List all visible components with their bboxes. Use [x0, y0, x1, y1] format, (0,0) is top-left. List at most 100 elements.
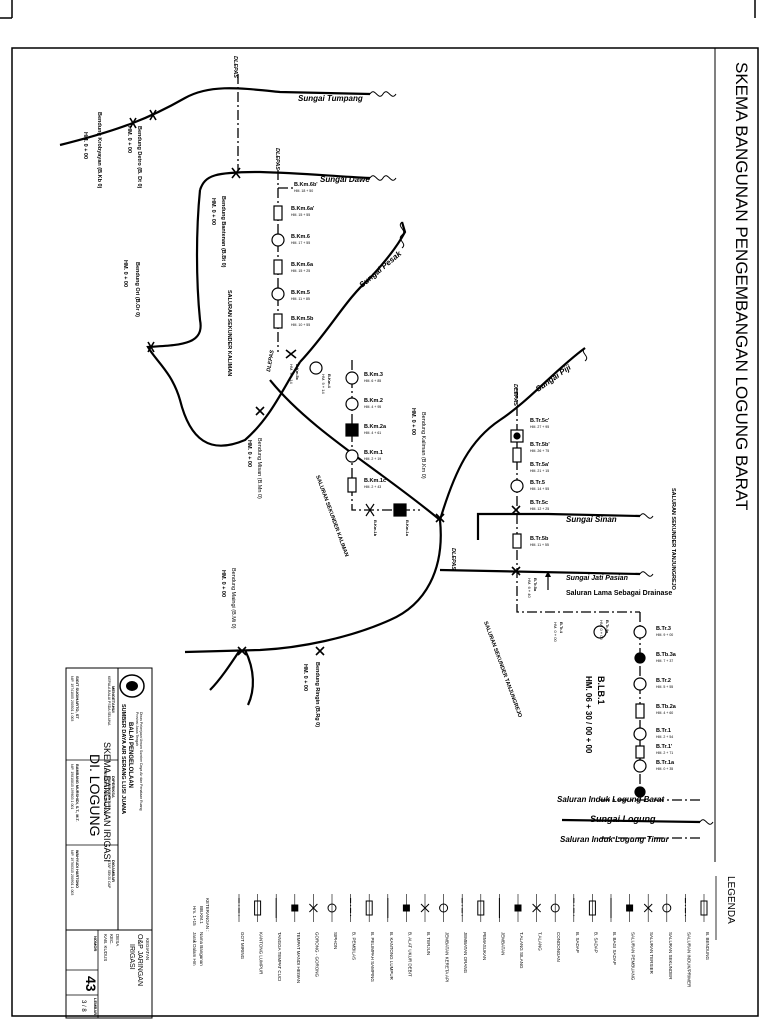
label-sungai-tumpang: Sungai Tumpang	[298, 94, 363, 103]
struct-code: B.Tr.1	[656, 728, 671, 734]
legend-symbol-icon	[700, 894, 708, 922]
label-bendung-maingi: Bendung Maingi (B.Mi 0)	[230, 568, 236, 629]
struct-hm: HM. 9 + 14	[321, 374, 326, 394]
struct-hm: HM. 21 + 15	[530, 469, 549, 473]
struct-code: B.Km.6	[291, 234, 310, 240]
struct-hm: HM. 6 + 85	[364, 379, 381, 383]
legend-item-label: GORONG - GORONG	[314, 932, 319, 977]
struct-hm: HM. 18 + 50	[294, 189, 313, 193]
label-blb1-code: B.LB.1	[596, 676, 606, 705]
struct-code: B.Tr.5b'	[530, 442, 550, 448]
struct-code: B.Tr.4	[559, 622, 564, 634]
legend-symbol-icon	[662, 894, 672, 922]
labels-left-column: B.Km.6b' HM. 18 + 50 B.Km.6a' HM. 15 + 5…	[291, 182, 318, 327]
label-sungai-jati-pasian: Sungai Jati Pasian	[566, 575, 628, 582]
legend-item-label: B. PELIMPAH SAMPING	[370, 932, 375, 982]
struct-code: B.Tr.5a	[533, 578, 538, 592]
tb-sig2-title: SUBSIE DIREKTUR	[107, 776, 111, 808]
tb-sig2-name: BAMBANG MURSHIDI, S.T., M.T.	[75, 764, 79, 822]
flow-squiggles	[369, 91, 714, 825]
legend-symbol-icon	[588, 894, 596, 922]
struct-code: B.Km.5b	[291, 316, 314, 322]
legend-item-label: CONDONGAN	[556, 932, 561, 962]
legend-symbol-icon	[550, 894, 560, 922]
struct-hm: HM. 6 + 40	[527, 578, 532, 598]
struct-code: B.Km.2	[364, 398, 383, 404]
struct-hm: HM. 26 + 75	[530, 449, 549, 453]
legend-item-label: GOT MIRING	[240, 932, 245, 960]
legend-item-label: T.ALANG SILANG	[519, 932, 524, 969]
tb-desa: DESA	[115, 934, 120, 946]
labels-kaliman-column: B.Km.3 HM. 6 + 85 B.Km.2 HM. 4 + 95 B.Km…	[364, 372, 387, 489]
legend-item-label: TEMPAT MANDI HEWAN	[296, 932, 301, 983]
tb-small-line-2: Provinsi Jawa Tengah	[135, 712, 139, 746]
struct-code: B.Km.6a'	[291, 206, 315, 212]
struct-code: B.Km.1c	[364, 478, 386, 484]
tb-opjar-2: IRIGASI	[128, 944, 135, 970]
struct-code: B.Km.4	[327, 374, 332, 389]
legend-symbol-icon	[439, 894, 449, 922]
struct-code: B.Km.1b	[373, 520, 378, 537]
legend-item-label: B. SADAP	[593, 932, 598, 953]
struct-hm: HM. 7 + 37	[656, 659, 673, 663]
tb-sig1-nip: NIP. 19741005 200501 1 003	[70, 676, 74, 721]
legend-symbol-icon	[365, 894, 373, 922]
struct-hm: HM. 2 + 19	[364, 457, 381, 461]
tb-small-line-1: Dinas Pekerjaan Umum Sumber Daya Air dan…	[139, 712, 143, 810]
struct-hm: HM. 12 + 25	[530, 507, 549, 511]
legend-ket-name: Nama Bangunan	[199, 932, 204, 966]
tb-sig2-nip: NIP. 19810815 199603 1 001	[70, 764, 74, 809]
struct-hm: HM. 0 + 00	[599, 620, 604, 640]
struct-code: B.Km.6a	[291, 262, 314, 268]
tb-lembar-value: 3 / 8	[80, 1000, 86, 1012]
weir-labels: Bendung Krobyayan (B.Kb 0) HM. 0 + 00 Be…	[82, 112, 426, 727]
legend-item-label: KANTONG LUMPUR	[259, 932, 264, 975]
tb-main-sub: DI. LOGUNG	[87, 754, 103, 836]
legend-symbol-icon	[420, 894, 430, 922]
tb-lembar-label: LEMBAR	[93, 998, 98, 1015]
tb-sig3-name: WAHYUDI HARTONO	[75, 850, 79, 888]
tb-dept-line-1: BALAI PENGELOLAAN	[127, 722, 133, 788]
tb-sig3-nip: NIP. 19760315 200901 1 003	[70, 850, 74, 895]
tb-sig2-sub: OPERASI & PEMELIHARAAN	[103, 768, 107, 816]
struct-hm: HM. 10 + 55	[291, 323, 310, 327]
legend-item-label: B. KANTONG LUMPUR	[389, 932, 394, 981]
label-blb1-hm: HM. 06 + 30 / 00 + 00	[584, 676, 593, 754]
struct-hm: HM. 9 + 14	[289, 364, 294, 384]
legend-ket-dist: Jarak Dalam Hm	[192, 932, 197, 966]
label-sungai-dawe: Sungai Dawe	[320, 175, 370, 184]
struct-code: B.Tr.2	[656, 678, 671, 684]
legend-symbol-icon	[254, 894, 262, 922]
label-bendung-ori: Bendung Ori (B.Or 0)	[134, 262, 140, 317]
tb-sig1-name: SIGIT SUGIHARTO, ST	[75, 676, 80, 719]
tb-dept-line-2: SUMBER DAYA AIR SERANG LUSI JUANA	[120, 704, 126, 814]
label-induk-barat: Saluran Induk Logung Barat	[557, 795, 664, 804]
legend-symbol-icon	[532, 894, 541, 922]
legend-symbol-icon	[309, 894, 318, 922]
tb-main-title: SKEMA BANGUNAN IRIGASI	[102, 742, 112, 862]
label-hm-maingi: HM. 0 + 00	[220, 570, 226, 597]
legend-item-label: TANGGA TEMPAT CUCI	[277, 932, 282, 981]
legend-item-label: T.ALANG	[538, 932, 543, 951]
tb-sig3-title: STAF SEKSI O&P	[107, 860, 111, 889]
legend-item-label: SALURAN TERSIER	[649, 932, 654, 975]
struct-code: B.Tr.1'	[656, 744, 673, 750]
legend-item-label: SALURAN PEMBUANG	[631, 932, 636, 981]
struct-code: B.Tr.5b	[530, 536, 549, 542]
label-saluran-lama: Saluran Lama Sebagai Drainase	[566, 590, 672, 597]
label-dlepas-5: DLEPAS	[450, 548, 456, 570]
drawing-frame	[11, 47, 759, 1017]
labels-small-codes: B.Km.4 HM. 9 + 14 B.Km.5c HM. 9 + 14 B.K…	[289, 364, 610, 642]
label-hm-kaliman: HM. 0 + 00	[410, 408, 416, 435]
legend-item-label: B. BAGI SADAP	[612, 932, 617, 965]
label-dlepas-1: DLEPAS	[232, 56, 238, 78]
struct-code: B.Tr.5c	[530, 500, 548, 506]
label-bendung-ringin: Bendung Ringin (B.Rg 0)	[314, 662, 320, 727]
label-bendung-misan: Bendung Misan (B.Mn 0)	[256, 438, 262, 499]
tb-sig1-role: MENGETAHUI	[111, 686, 116, 713]
struct-hm: HM. 4 + 95	[364, 405, 381, 409]
legend-item-label: JEMBATAN KERETA API	[445, 932, 450, 982]
label-hm-krobyayan: HM. 0 + 00	[82, 132, 88, 159]
